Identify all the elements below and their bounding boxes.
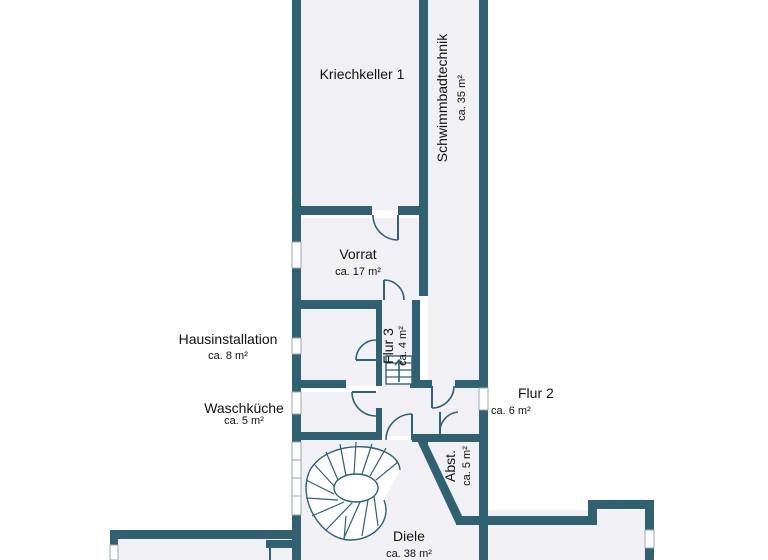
wall-flur2-top-a: [410, 380, 432, 388]
floor-flur2: [378, 386, 480, 436]
spiral-stair-core: [333, 473, 379, 503]
spiral-tread-14: [373, 495, 379, 527]
floor-waschkueche: [300, 392, 378, 434]
area-abst: ca. 5 m²: [461, 446, 473, 486]
area-vorrat: ca. 17 m²: [335, 266, 381, 278]
floor-hausinstallation: [300, 310, 378, 386]
door-kriechkeller-swing: [372, 214, 399, 241]
door-diele-swing: [385, 413, 413, 441]
window-flur2: [478, 387, 489, 411]
spiral-tread-9: [305, 497, 339, 501]
wall-flur3-left: [376, 300, 382, 386]
wall-left-outer-d: [292, 414, 301, 442]
area-flur3: ca. 4 m²: [397, 326, 409, 366]
label-hausinstallation: Hausinstallation: [179, 331, 278, 347]
wall-diele-right: [420, 434, 428, 444]
door-flur3-swing: [383, 279, 405, 301]
wall-flur2-right: [479, 410, 488, 560]
wall-lower-left-top: [110, 530, 300, 539]
door-waschkueche-swing: [351, 391, 377, 417]
spiral-tread-2: [369, 447, 387, 477]
doors: [269, 214, 459, 560]
label-schwimmbad: Schwimmbadtechnik: [434, 33, 450, 162]
window-hausinstallation: [291, 337, 302, 355]
area-schwimmbad: ca. 35 m²: [456, 75, 468, 121]
wall-lower-right-top-a: [488, 516, 590, 525]
window-vorrat: [291, 241, 302, 269]
wall-schwimmbad-right: [479, 0, 488, 388]
wall-abst-diagonal: [414, 434, 465, 524]
label-flur2: Flur 2: [518, 385, 554, 401]
window-waschkueche: [291, 391, 302, 415]
wall-left-outer: [292, 0, 301, 242]
wall-abst-top: [412, 434, 488, 442]
walls: [110, 0, 654, 560]
spiral-tread-5: [339, 443, 347, 477]
label-waschkueche: Waschküche: [204, 400, 284, 416]
wall-lower-right-top-b: [588, 500, 654, 509]
spiral-tread-3: [361, 443, 373, 475]
spiral-stair-arrow: [343, 515, 347, 541]
label-abst: Abst.: [442, 450, 458, 482]
stair-flur3: [385, 355, 413, 385]
wall-vorrat-bottom: [292, 300, 376, 309]
door-abst-swing: [439, 411, 459, 435]
spiral-tread-4: [353, 441, 357, 475]
label-flur3: Flur 3: [380, 328, 396, 364]
wall-left-outer-c: [292, 354, 301, 392]
wall-abst-bottom: [456, 516, 486, 525]
spiral-tread-11: [325, 502, 353, 531]
wall-waschkueche-right: [376, 408, 382, 440]
wall-kriechkeller-right: [419, 0, 428, 296]
area-diele: ca. 38 m²: [386, 548, 432, 560]
wall-flur2-top-b: [455, 380, 488, 388]
spiral-tread-13: [361, 499, 369, 537]
window-lower-right: [644, 529, 655, 549]
spiral-tread-6: [325, 451, 339, 481]
wall-lower-right-step: [588, 500, 597, 525]
wall-kriechkeller-bottom-a: [292, 206, 372, 215]
stair-flur3-arrow: [394, 358, 404, 382]
spiral-tread-7: [313, 463, 335, 487]
door-flur2-swing: [431, 385, 455, 409]
wall-lower-left-inner: [266, 540, 292, 548]
label-vorrat: Vorrat: [339, 246, 376, 262]
label-kriechkeller: Kriechkeller 1: [320, 66, 405, 82]
area-flur2: ca. 6 m²: [491, 405, 531, 417]
label-diele: Diele: [393, 528, 425, 544]
wall-kriechkeller-bottom-b: [398, 206, 420, 215]
spiral-tread-12: [343, 501, 361, 539]
spiral-tread-1: [375, 461, 399, 481]
floor-kriechkeller: [300, 0, 420, 210]
windows: [109, 241, 655, 560]
wall-hausinstallation-bottom: [292, 380, 346, 388]
spiral-tread-10: [311, 501, 345, 517]
wall-flur3-right: [412, 300, 420, 384]
wall-waschkueche-bottom: [292, 432, 378, 440]
window-lower-left: [109, 544, 119, 560]
door-hausinstallation-swing: [355, 339, 377, 361]
area-waschkueche: ca. 5 m²: [224, 415, 264, 427]
spiral-tread-8: [305, 479, 335, 495]
area-hausinstallation: ca. 8 m²: [208, 350, 248, 362]
spiral-stair: [305, 441, 401, 541]
room-labels: Kriechkeller 1 Schwimmbadtechnik ca. 35 …: [179, 33, 554, 560]
